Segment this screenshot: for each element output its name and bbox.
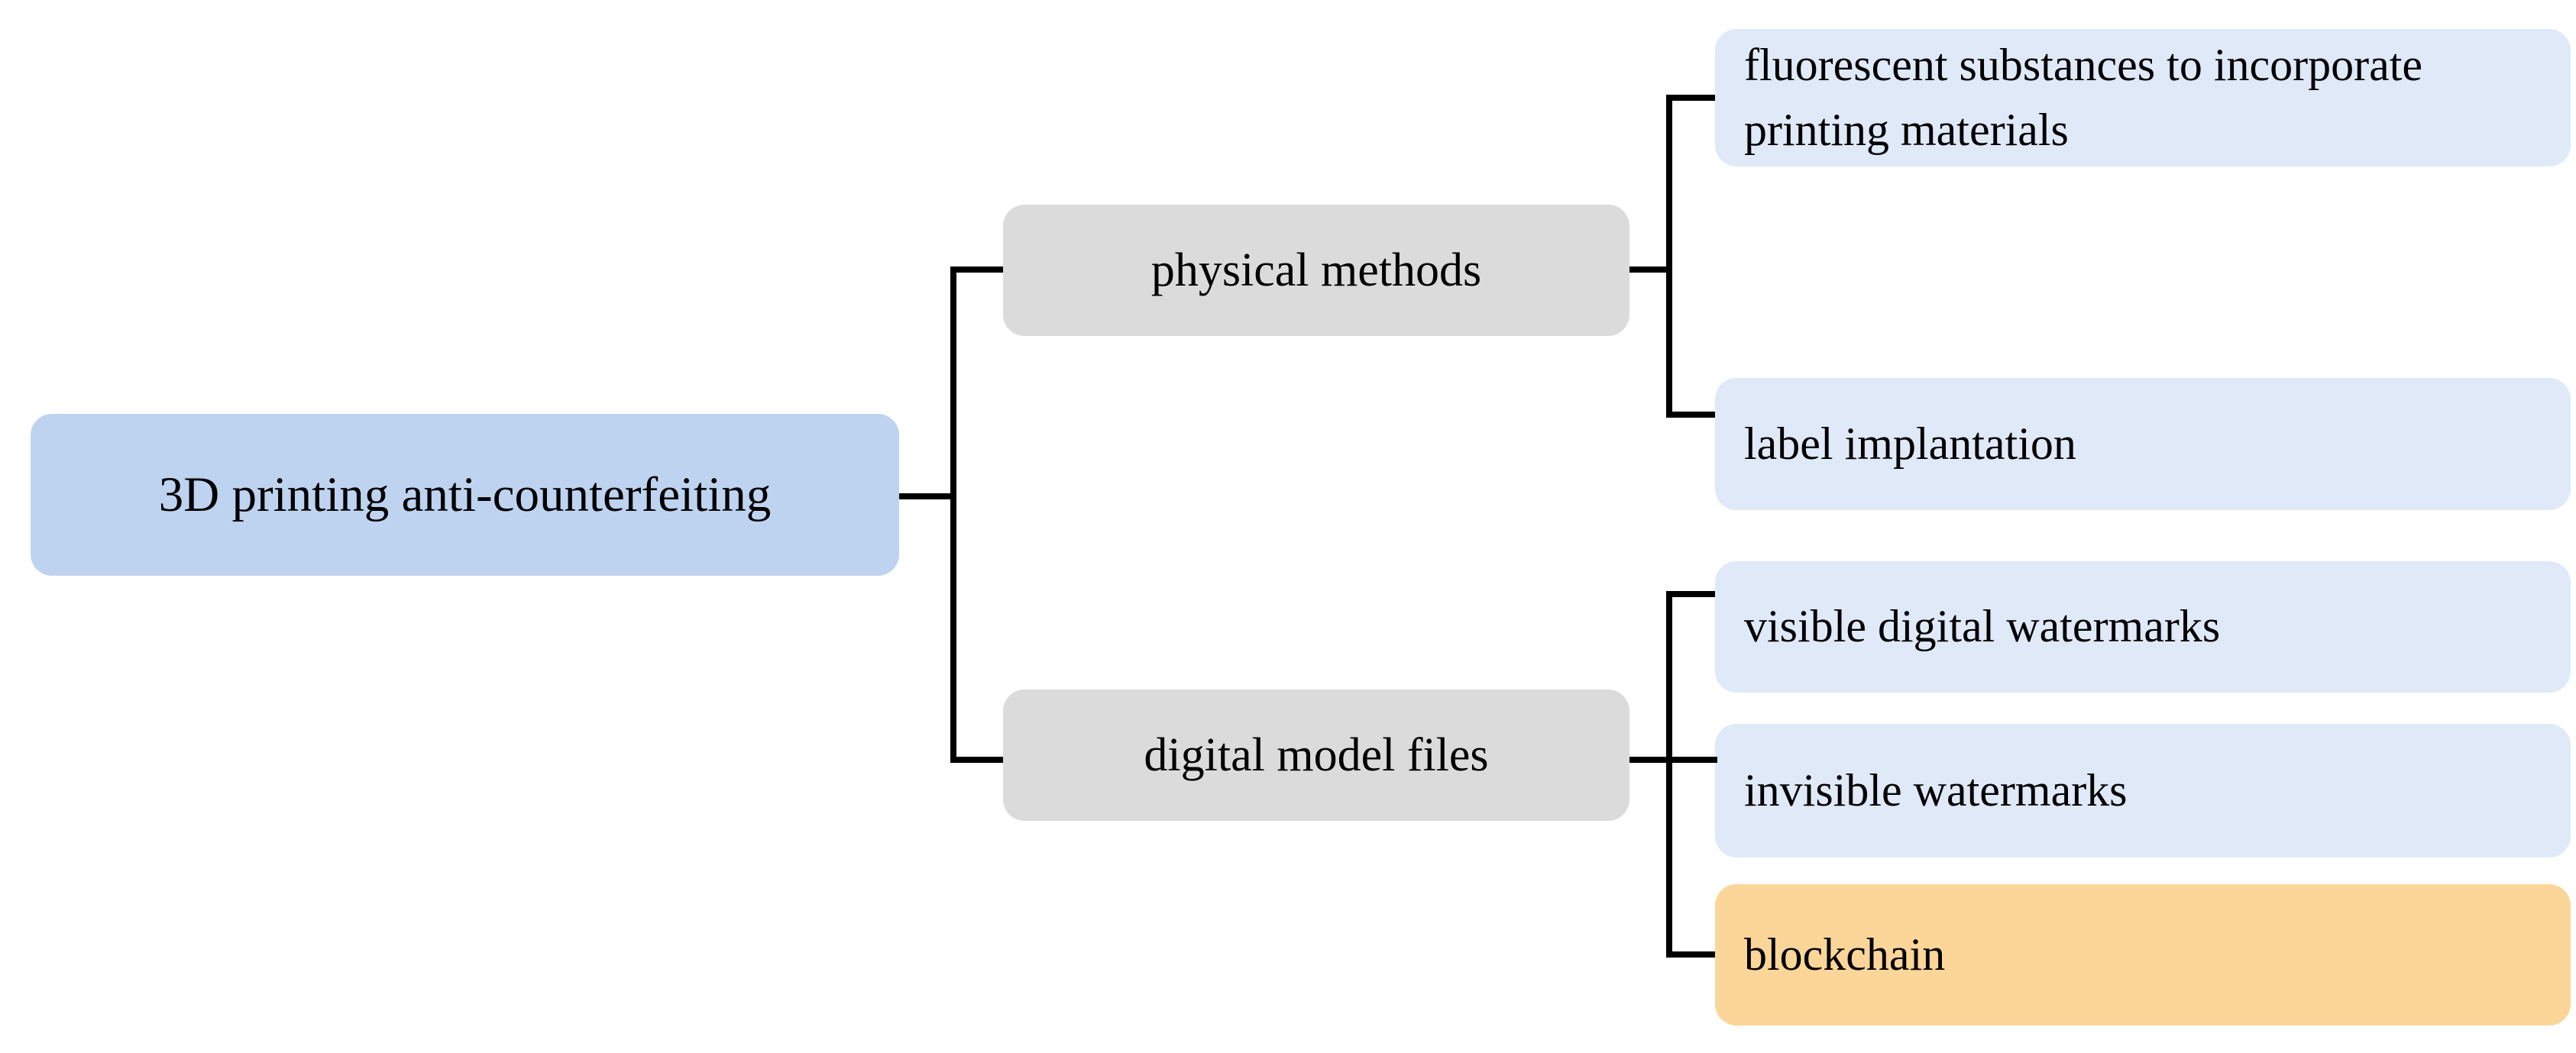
- leaf-node-label-implantation-label: label implantation: [1744, 418, 2076, 469]
- connector-physical-bracket-vertical: [1666, 95, 1672, 418]
- root-node: 3D printing anti-counterfeiting: [31, 414, 899, 576]
- connector-physical-methods-stub: [950, 266, 1003, 273]
- leaf-node-blockchain-label: blockchain: [1744, 929, 1946, 980]
- leaf-node-label-implantation: label implantation: [1715, 378, 2571, 510]
- leaf-node-invisible-watermarks: invisible watermarks: [1715, 724, 2571, 858]
- branch-node-physical-methods: physical methods: [1003, 205, 1629, 336]
- leaf-node-fluorescent-substances: fluorescent substances to incorporate pr…: [1715, 29, 2571, 166]
- leaf-node-fluorescent-substances-label: fluorescent substances to incorporate pr…: [1744, 39, 2423, 155]
- connector-visible-watermarks-stub: [1666, 591, 1715, 597]
- leaf-node-visible-digital-watermarks-label: visible digital watermarks: [1744, 601, 2221, 652]
- connector-physical-methods-out: [1629, 266, 1672, 273]
- root-node-label: 3D printing anti-counterfeiting: [158, 467, 772, 522]
- connector-digital-model-files-out: [1629, 757, 1717, 763]
- connector-label-implantation-stub: [1666, 412, 1715, 418]
- branch-node-digital-model-files-label: digital model files: [1144, 728, 1489, 781]
- connector-root-bracket-vertical: [950, 266, 956, 763]
- connector-root-horizontal: [899, 493, 950, 499]
- connector-digital-bracket-vertical: [1666, 591, 1672, 958]
- connector-fluorescent-stub: [1666, 95, 1715, 101]
- branch-node-digital-model-files: digital model files: [1003, 690, 1629, 821]
- branch-node-physical-methods-label: physical methods: [1150, 244, 1482, 296]
- leaf-node-invisible-watermarks-label: invisible watermarks: [1744, 764, 2128, 816]
- leaf-node-visible-digital-watermarks: visible digital watermarks: [1715, 561, 2571, 693]
- connector-blockchain-stub: [1666, 951, 1715, 958]
- connector-digital-model-files-stub: [950, 757, 1003, 763]
- leaf-node-blockchain: blockchain: [1715, 884, 2571, 1026]
